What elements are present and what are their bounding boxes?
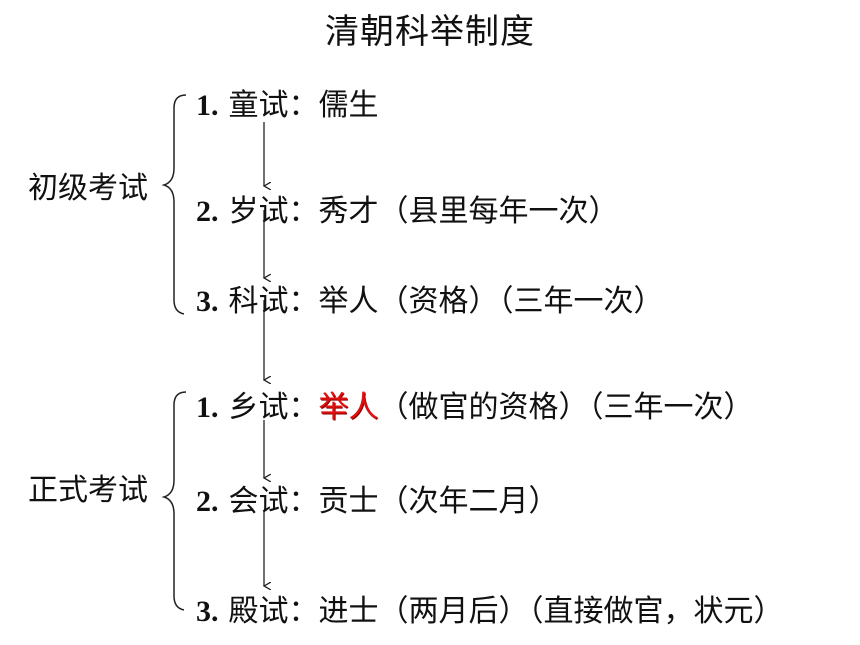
stage-name: 乡试： xyxy=(228,390,319,425)
stage-detail: 举人（资格）（三年一次） xyxy=(318,284,664,319)
stage-number: 2. xyxy=(196,485,219,518)
stage-detail: （做官的资格）（三年一次） xyxy=(378,390,754,425)
stage-number: 1. xyxy=(196,391,219,424)
stage-number: 1. xyxy=(196,89,219,122)
stage-tongshi: 1. 童试：儒生 xyxy=(196,80,379,124)
stage-dianshi: 3. 殿试：进士（两月后）（直接做官，状元） xyxy=(196,586,784,630)
stage-detail: 贡士（次年二月） xyxy=(318,484,559,519)
stage-xiangshi: 1. 乡试：举人（做官的资格）（三年一次） xyxy=(196,382,754,426)
group-label-primary: 初级考试 xyxy=(28,171,148,206)
stage-name: 科试： xyxy=(228,284,319,319)
stage-name: 童试： xyxy=(228,88,319,123)
stage-highlight: 举人 xyxy=(318,390,379,425)
stage-detail: 进士（两月后）（直接做官，状元） xyxy=(318,594,784,629)
stage-suishi: 2. 岁试：秀才（县里每年一次） xyxy=(196,186,619,230)
stage-name: 岁试： xyxy=(228,194,319,229)
stage-detail: 秀才（县里每年一次） xyxy=(318,194,619,229)
stage-detail: 儒生 xyxy=(318,88,379,123)
group-label-formal: 正式考试 xyxy=(28,473,148,508)
stage-number: 3. xyxy=(196,595,219,628)
stage-number: 3. xyxy=(196,285,219,318)
stage-huishi: 2. 会试：贡士（次年二月） xyxy=(196,476,559,520)
stage-keshi: 3. 科试：举人（资格）（三年一次） xyxy=(196,276,664,320)
stage-name: 会试： xyxy=(228,484,319,519)
brace-primary xyxy=(161,94,187,315)
diagram-title: 清朝科举制度 xyxy=(325,12,535,52)
brace-formal xyxy=(161,391,187,611)
stage-number: 2. xyxy=(196,195,219,228)
stage-name: 殿试： xyxy=(228,594,319,629)
